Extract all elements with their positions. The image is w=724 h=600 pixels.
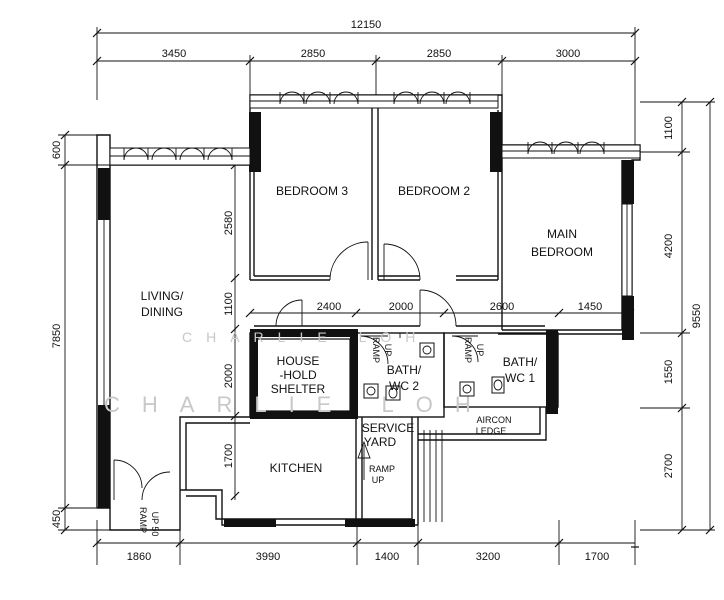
- dim-top-4: 3000: [556, 48, 580, 60]
- label-bedroom-2: BEDROOM 2: [398, 184, 470, 198]
- dimension-lines: [58, 27, 715, 565]
- dim-right-1: 1100: [663, 116, 675, 140]
- label-bath2-1: BATH/: [387, 363, 422, 377]
- dim-mid-2: 2000: [389, 301, 413, 313]
- label-ramp-bath1: RAMP: [463, 337, 473, 363]
- columns: [98, 112, 634, 527]
- fixtures: [357, 342, 505, 459]
- label-bath1-2: WC 1: [505, 371, 535, 385]
- dim-bottom-4: 3200: [476, 551, 500, 563]
- dim-left-450: 450: [51, 510, 63, 528]
- label-up-entrance: UP 50: [150, 512, 160, 537]
- dim-total-top: 12150: [351, 19, 382, 31]
- windows: [103, 94, 641, 405]
- label-service-1: SERVICE: [362, 421, 414, 435]
- label-living-1: LIVING/: [141, 289, 184, 303]
- label-shelter-2: -HOLD: [279, 368, 317, 382]
- label-main-bedroom-1: MAIN: [547, 227, 577, 241]
- watermark-line-1: CHARLIE LOH: [182, 329, 429, 345]
- walls: [96, 94, 641, 531]
- label-up-service: UP: [372, 475, 385, 485]
- label-ramp-bath2: RAMP: [371, 337, 381, 363]
- dim-top-1: 3450: [162, 48, 186, 60]
- label-main-bedroom-2: BEDROOM: [531, 245, 593, 259]
- watermark-line-2: CHARLIE LOH: [104, 392, 493, 417]
- label-aircon-2: LEDGE: [476, 426, 507, 436]
- dim-bottom-2: 3990: [256, 551, 280, 563]
- doors: [113, 241, 479, 501]
- label-bath2-2: WC 2: [389, 379, 419, 393]
- dimension-labels: 12150 3450 2850 2850 3000 1860 3990 1400…: [51, 19, 703, 563]
- label-shelter-3: SHELTER: [271, 382, 326, 396]
- dim-left-600: 600: [51, 141, 63, 159]
- dim-mid-1: 2400: [317, 301, 341, 313]
- label-service-2: YARD: [364, 435, 397, 449]
- dim-left-7850: 7850: [51, 324, 63, 348]
- dim-right-2: 4200: [663, 234, 675, 258]
- label-bath1-1: BATH/: [503, 355, 538, 369]
- dim-inner-left-1: 2580: [223, 211, 235, 235]
- dim-top-3: 2850: [427, 48, 451, 60]
- label-up-bath1: UP: [475, 344, 485, 357]
- dim-right-total: 9550: [691, 304, 703, 328]
- label-up-bath2: UP: [383, 344, 393, 357]
- label-kitchen: KITCHEN: [270, 461, 323, 475]
- dim-bottom-5: 1700: [585, 551, 609, 563]
- label-ramp-entrance: RAMP: [138, 507, 148, 533]
- label-aircon-1: AIRCON: [476, 415, 511, 425]
- dim-bottom-3: 1400: [375, 551, 399, 563]
- label-ramp-service: RAMP: [369, 464, 395, 474]
- label-living-2: DINING: [141, 305, 183, 319]
- room-labels: BEDROOM 3 BEDROOM 2 MAIN BEDROOM LIVING/…: [138, 184, 593, 536]
- window-swings: [123, 91, 605, 161]
- label-bedroom-3: BEDROOM 3: [276, 184, 348, 198]
- dim-bottom-1: 1860: [127, 551, 151, 563]
- dim-inner-left-3: 2000: [223, 364, 235, 388]
- dim-right-4: 2700: [663, 454, 675, 478]
- dim-top-2: 2850: [301, 48, 325, 60]
- dim-right-3: 1550: [663, 360, 675, 384]
- dim-mid-4: 1450: [578, 301, 602, 313]
- label-shelter-1: HOUSE: [277, 354, 320, 368]
- watermark: CHARLIE LOH CHARLIE LOH: [104, 329, 493, 417]
- dim-inner-left-4: 1700: [223, 444, 235, 468]
- dim-inner-left-2: 1100: [223, 292, 235, 316]
